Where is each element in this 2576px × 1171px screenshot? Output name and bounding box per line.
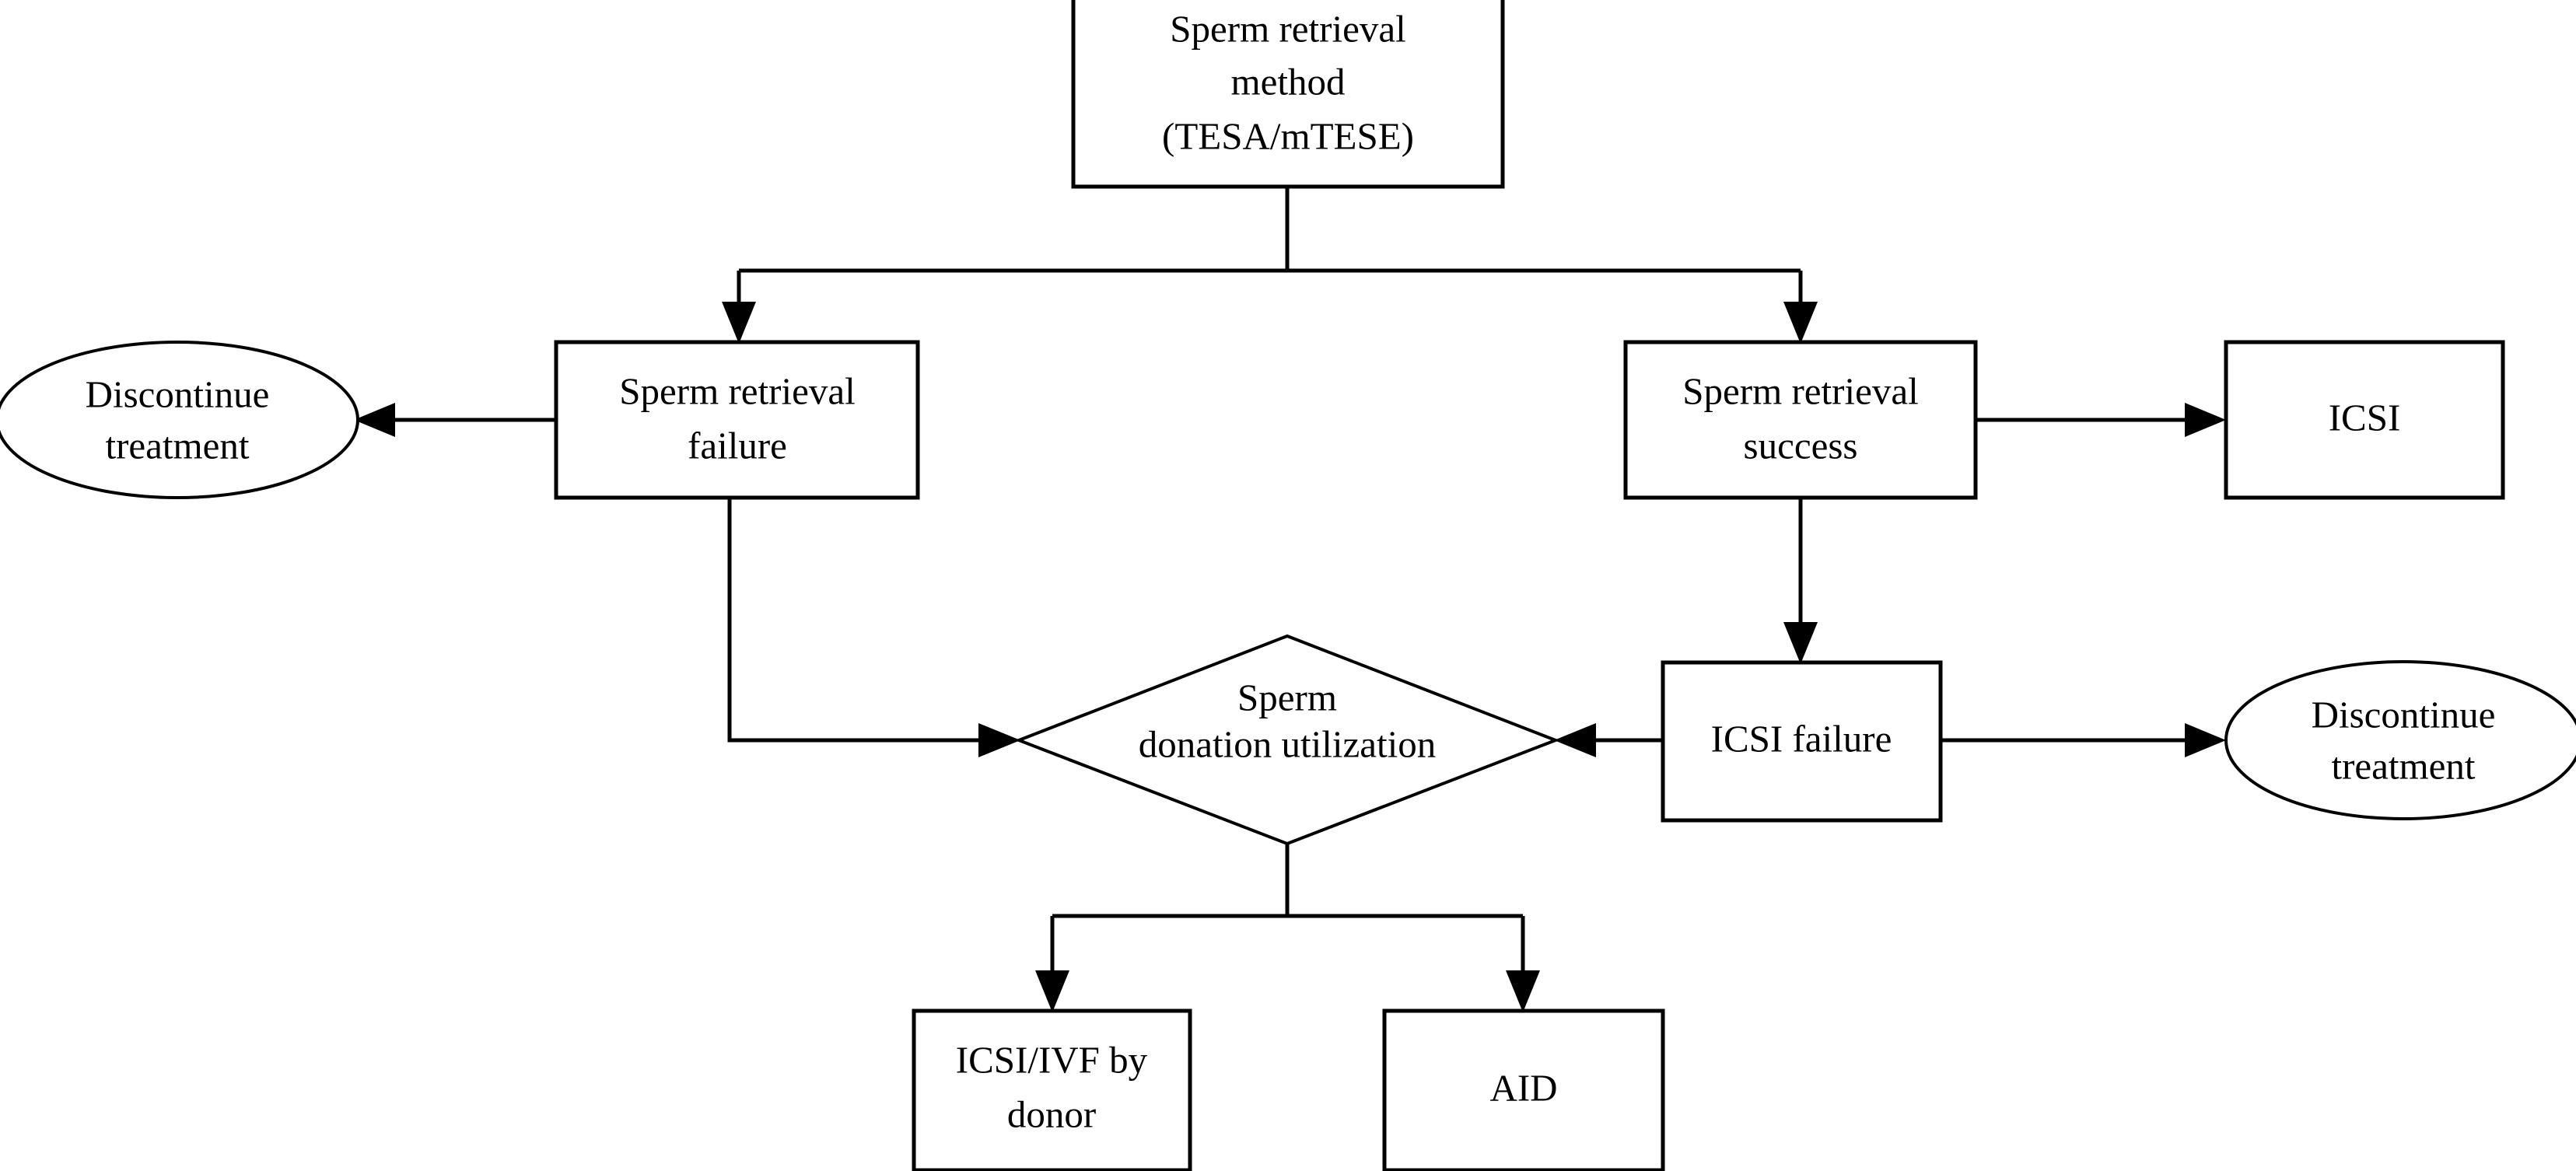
icsi-ivf-donor-line1: ICSI/IVF by: [956, 1038, 1148, 1081]
edge-method-bus: [737, 187, 1803, 327]
node-icsi-failure[interactable]: ICSI failure: [1661, 660, 1943, 823]
aid-box[interactable]: [1382, 1008, 1665, 1171]
node-retrieval-failure[interactable]: Sperm retrieval failure: [554, 340, 920, 500]
node-aid[interactable]: AID: [1382, 1008, 1665, 1171]
arrowhead-to-icsi-ivf-donor: [1035, 970, 1069, 1012]
retrieval-method-line2: method: [1231, 60, 1346, 103]
edge-donation-bus: [1050, 844, 1525, 997]
node-icsi-ivf-donor[interactable]: ICSI/IVF by donor: [912, 1008, 1192, 1171]
discontinue-right-line2: treatment: [2331, 744, 2475, 787]
discontinue-right-ellipse[interactable]: [2224, 660, 2576, 820]
icsi-ivf-donor-line2: donor: [1007, 1092, 1096, 1135]
arrowhead-to-retrieval-failure: [722, 302, 756, 344]
arrowhead-to-aid: [1506, 970, 1540, 1012]
retrieval-method-line1: Sperm retrieval: [1170, 7, 1405, 50]
retrieval-failure-line2: failure: [688, 424, 787, 467]
icsi-ivf-donor-box[interactable]: [912, 1008, 1192, 1171]
arrowhead-to-discontinue-right: [2185, 723, 2226, 757]
retrieval-method-box[interactable]: [1071, 0, 1505, 189]
sperm-donation-line1: Sperm: [1237, 676, 1337, 718]
retrieval-success-box[interactable]: [1623, 340, 1978, 500]
node-retrieval-success[interactable]: Sperm retrieval success: [1623, 340, 1978, 500]
retrieval-success-line2: success: [1744, 424, 1858, 467]
node-discontinue-left[interactable]: Discontinue treatment: [0, 341, 359, 499]
node-sperm-donation[interactable]: Sperm donation utilization: [1014, 634, 1560, 846]
icsi-box[interactable]: [2224, 340, 2505, 500]
discontinue-right-line1: Discontinue: [2312, 693, 2496, 736]
retrieval-failure-box[interactable]: [554, 340, 920, 500]
aid-label: AID: [1489, 1066, 1557, 1109]
arrowhead-to-discontinue-left: [354, 403, 395, 437]
sperm-donation-diamond[interactable]: [1014, 634, 1560, 846]
icsi-label: ICSI: [2329, 396, 2401, 439]
icsi-failure-label: ICSI failure: [1711, 717, 1892, 760]
edge-failure-to-donation: [727, 498, 980, 743]
retrieval-success-line1: Sperm retrieval: [1682, 369, 1918, 412]
edge-layer: [354, 187, 2226, 1012]
discontinue-left-line2: treatment: [105, 424, 249, 467]
icsi-failure-box[interactable]: [1661, 660, 1943, 823]
arrowhead-to-retrieval-success: [1783, 302, 1818, 344]
node-discontinue-right[interactable]: Discontinue treatment: [2224, 660, 2576, 820]
arrowhead-to-icsi-failure: [1783, 622, 1818, 664]
discontinue-left-line1: Discontinue: [86, 372, 270, 415]
sperm-donation-line2: donation utilization: [1139, 722, 1436, 765]
retrieval-method-line3: (TESA/mTESE): [1162, 114, 1414, 157]
discontinue-left-ellipse[interactable]: [0, 341, 359, 499]
retrieval-failure-line1: Sperm retrieval: [619, 369, 855, 412]
arrowhead-to-icsi: [2185, 403, 2226, 437]
node-retrieval-method[interactable]: Sperm retrieval method (TESA/mTESE): [1071, 0, 1505, 189]
arrowhead-donation-left: [978, 723, 1020, 757]
node-icsi[interactable]: ICSI: [2224, 340, 2505, 500]
arrowhead-donation-right: [1554, 723, 1596, 757]
